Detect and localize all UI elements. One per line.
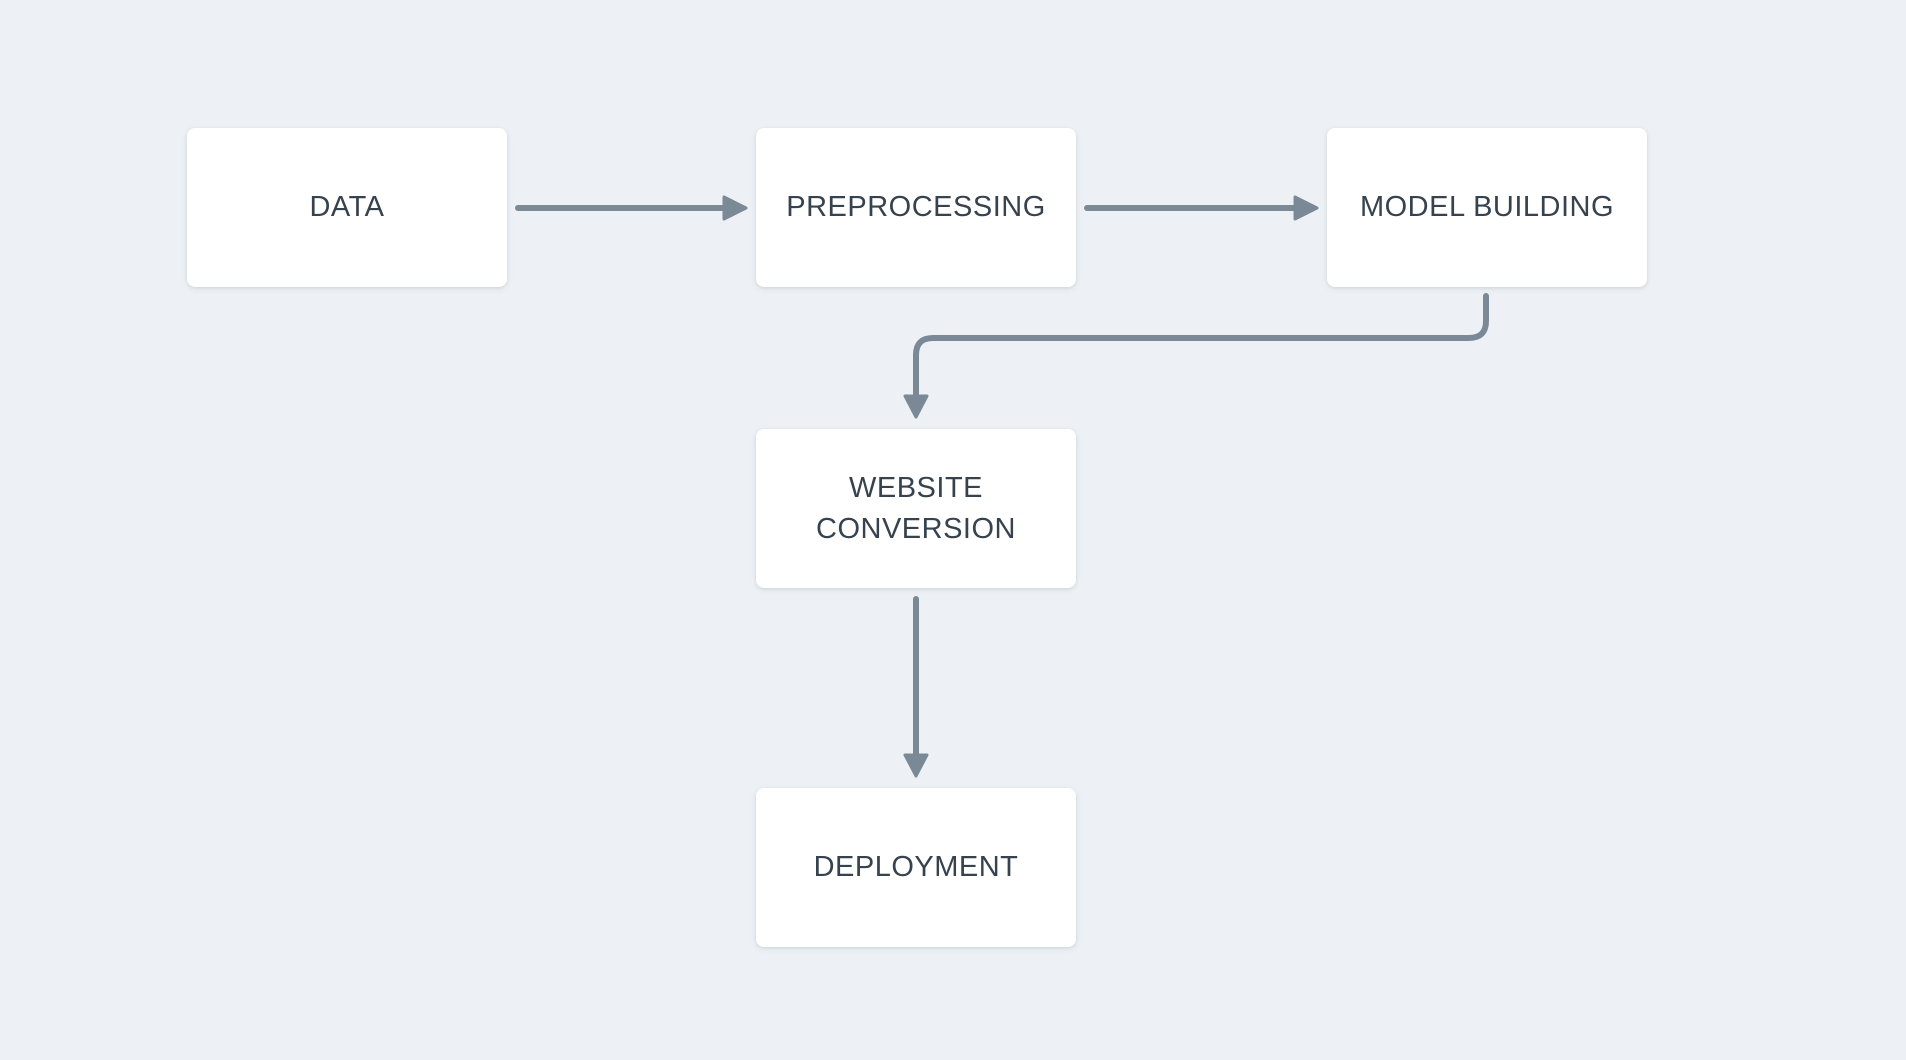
node-model-building: MODEL BUILDING: [1327, 128, 1647, 287]
arrow-head-icon: [722, 195, 748, 221]
arrow-head-icon: [903, 394, 929, 419]
node-preprocessing: PREPROCESSING: [756, 128, 1076, 287]
node-deployment: DEPLOYMENT: [756, 788, 1076, 947]
node-label: DATA: [309, 191, 385, 223]
node-website-conversion: WEBSITE CONVERSION: [756, 429, 1076, 588]
edge-preprocessing-to-model-building: [1084, 195, 1319, 221]
node-label: WEBSITE CONVERSION: [816, 471, 1016, 545]
arrow-head-icon: [903, 753, 929, 778]
node-label: MODEL BUILDING: [1359, 191, 1615, 223]
node-data: DATA: [187, 128, 507, 287]
edge-model-building-to-website-conversion: [903, 293, 1489, 419]
edge-data-to-preprocessing: [515, 195, 748, 221]
arrow-head-icon: [1293, 195, 1319, 221]
node-label: DEPLOYMENT: [813, 851, 1019, 883]
edge-website-conversion-to-deployment: [903, 596, 929, 778]
node-label: PREPROCESSING: [786, 191, 1046, 223]
arrow-line: [913, 293, 1489, 401]
